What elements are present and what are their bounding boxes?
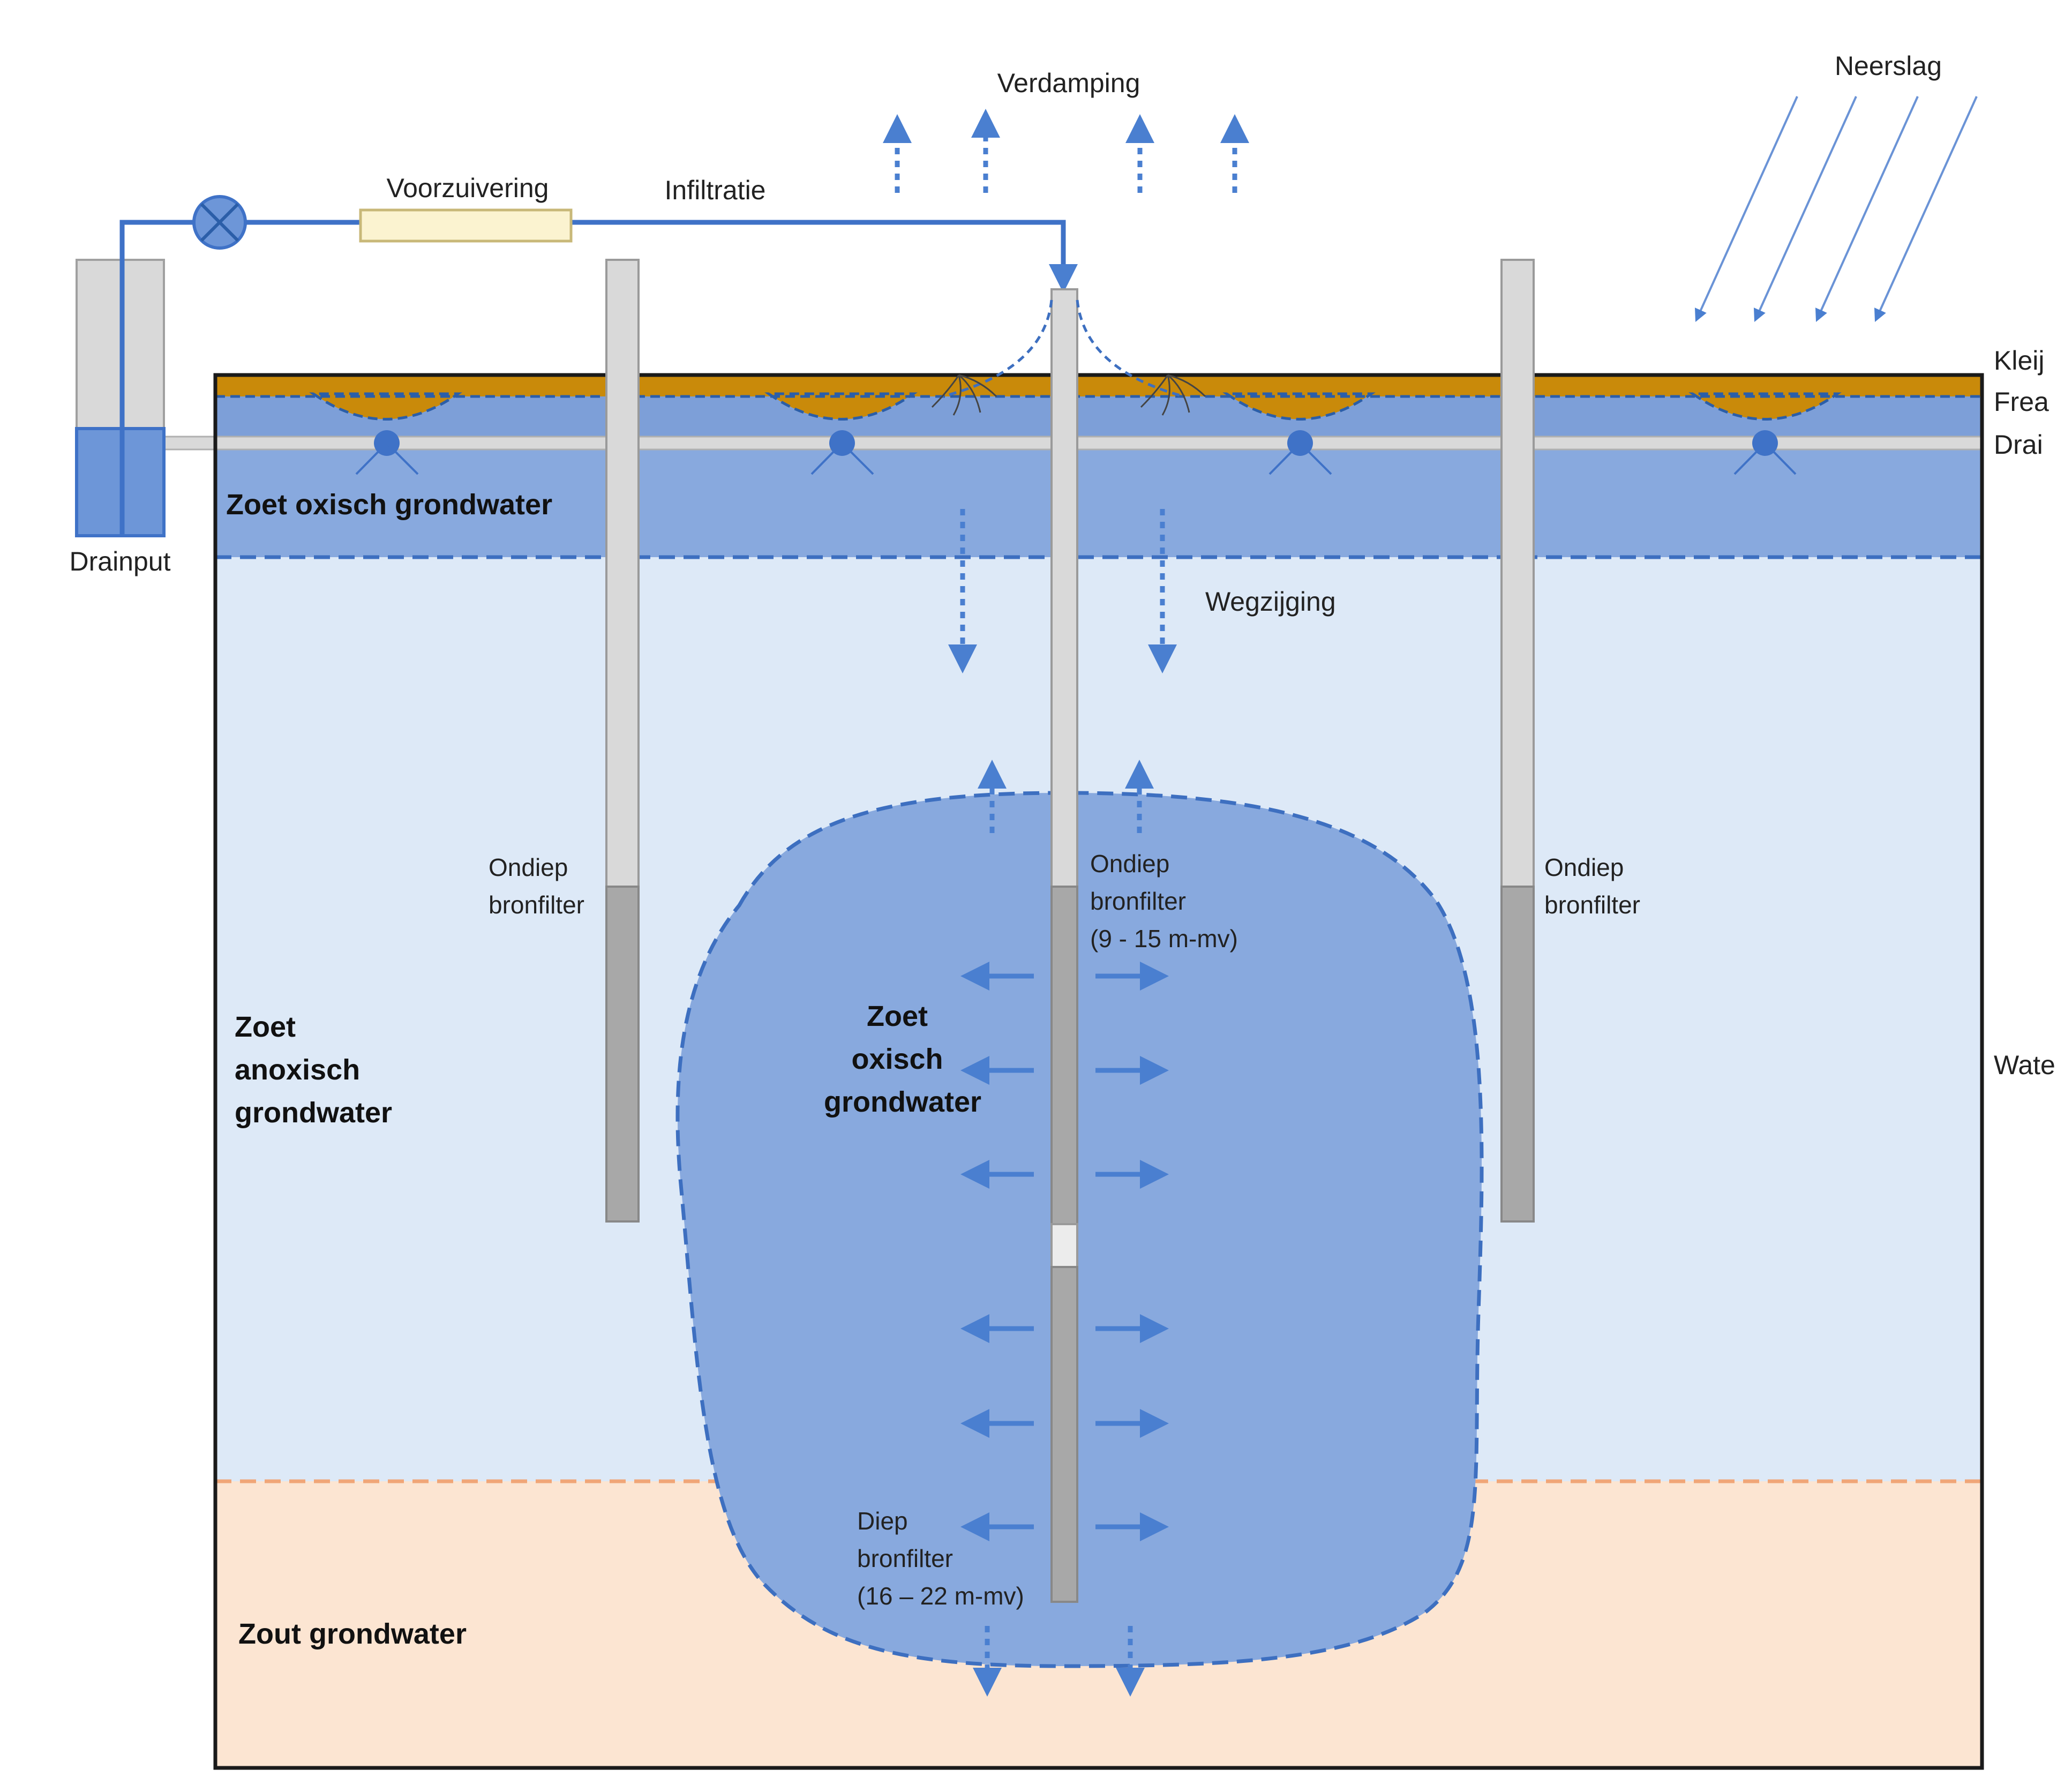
svg-text:(9 - 15 m-mv): (9 - 15 m-mv) (1090, 925, 1238, 953)
svg-text:bronfilter: bronfilter (1090, 887, 1186, 915)
precipitation-arrows (1694, 96, 1978, 322)
ditch-3 (1222, 392, 1376, 421)
bubble-down-arrows (973, 1626, 1145, 1697)
bubble-up-arrows (978, 760, 1154, 833)
svg-text:bronfilter: bronfilter (489, 891, 584, 919)
svg-text:Diep: Diep (857, 1507, 908, 1535)
svg-text:Kleij: Kleij (1994, 346, 2044, 376)
well-right (1500, 259, 1535, 1223)
svg-text:oxisch: oxisch (851, 1043, 943, 1075)
svg-text:grondwater: grondwater (235, 1097, 392, 1129)
infiltration-pipeline (119, 220, 1078, 536)
deep-filter-label: Diep bronfilter (16 – 22 m-mv) (857, 1507, 1024, 1610)
pump-valve-icon (192, 195, 247, 250)
salt-groundwater-label: Zout grondwater (238, 1618, 467, 1650)
svg-text:bronfilter: bronfilter (857, 1544, 953, 1572)
fresh-oxic-bubble-label: Zoet oxisch grondwater (824, 1000, 981, 1118)
shallow-filter-left-label: Ondiep bronfilter (489, 853, 584, 919)
svg-text:Zoet: Zoet (235, 1011, 296, 1043)
svg-text:Ondiep: Ondiep (1544, 853, 1624, 881)
svg-text:anoxisch: anoxisch (235, 1054, 360, 1086)
shallow-filter-center-label: Ondiep bronfilter (9 - 15 m-mv) (1090, 850, 1238, 953)
svg-text:grondwater: grondwater (824, 1086, 981, 1118)
drainput-label: Drainput (70, 546, 171, 576)
pretreatment-unit (359, 208, 573, 243)
precipitation-label: Neerslag (1835, 51, 1942, 81)
plant-roots (931, 374, 1206, 416)
svg-text:Ondiep: Ondiep (1090, 850, 1169, 878)
evaporation-arrows (883, 109, 1249, 193)
svg-text:(16 – 22 m-mv): (16 – 22 m-mv) (857, 1582, 1024, 1610)
fresh-oxic-bubble (675, 791, 1484, 1668)
shallow-filter-right-label: Ondiep bronfilter (1544, 853, 1640, 919)
pretreatment-label: Voorzuivering (387, 173, 549, 203)
svg-text:Zoet: Zoet (867, 1000, 928, 1032)
ditch-1 (309, 392, 462, 421)
well-center (1050, 288, 1078, 1603)
infiltration-spread-right (1076, 299, 1184, 398)
clay-top-layer (215, 375, 1982, 396)
fresh-oxic-top-label: Zoet oxisch grondwater (226, 489, 552, 521)
drain-nodes (355, 430, 1797, 475)
infiltration-spread-left (942, 299, 1053, 398)
svg-text:Frea: Frea (1994, 387, 2049, 417)
phreatic-layer (215, 395, 1982, 444)
svg-text:Ondiep: Ondiep (489, 853, 568, 881)
ditch-2 (764, 392, 918, 421)
svg-text:bronfilter: bronfilter (1544, 891, 1640, 919)
fresh-anoxic-label: Zoet anoxisch grondwater (235, 1011, 392, 1129)
evaporation-label: Verdamping (997, 68, 1140, 98)
soil-profile-frame (213, 373, 1984, 1770)
ditch-4 (1688, 392, 1842, 421)
infiltration-label: Infiltratie (665, 175, 766, 205)
seepage-label: Wegzijging (1205, 587, 1336, 617)
svg-text:Drai: Drai (1994, 430, 2043, 460)
right-edge-labels: Kleij Frea Drai Wate (1994, 346, 2055, 1080)
well-left (605, 259, 640, 1223)
horizontal-flow-arrows (960, 962, 1169, 1541)
svg-text:Wate: Wate (1994, 1050, 2055, 1080)
